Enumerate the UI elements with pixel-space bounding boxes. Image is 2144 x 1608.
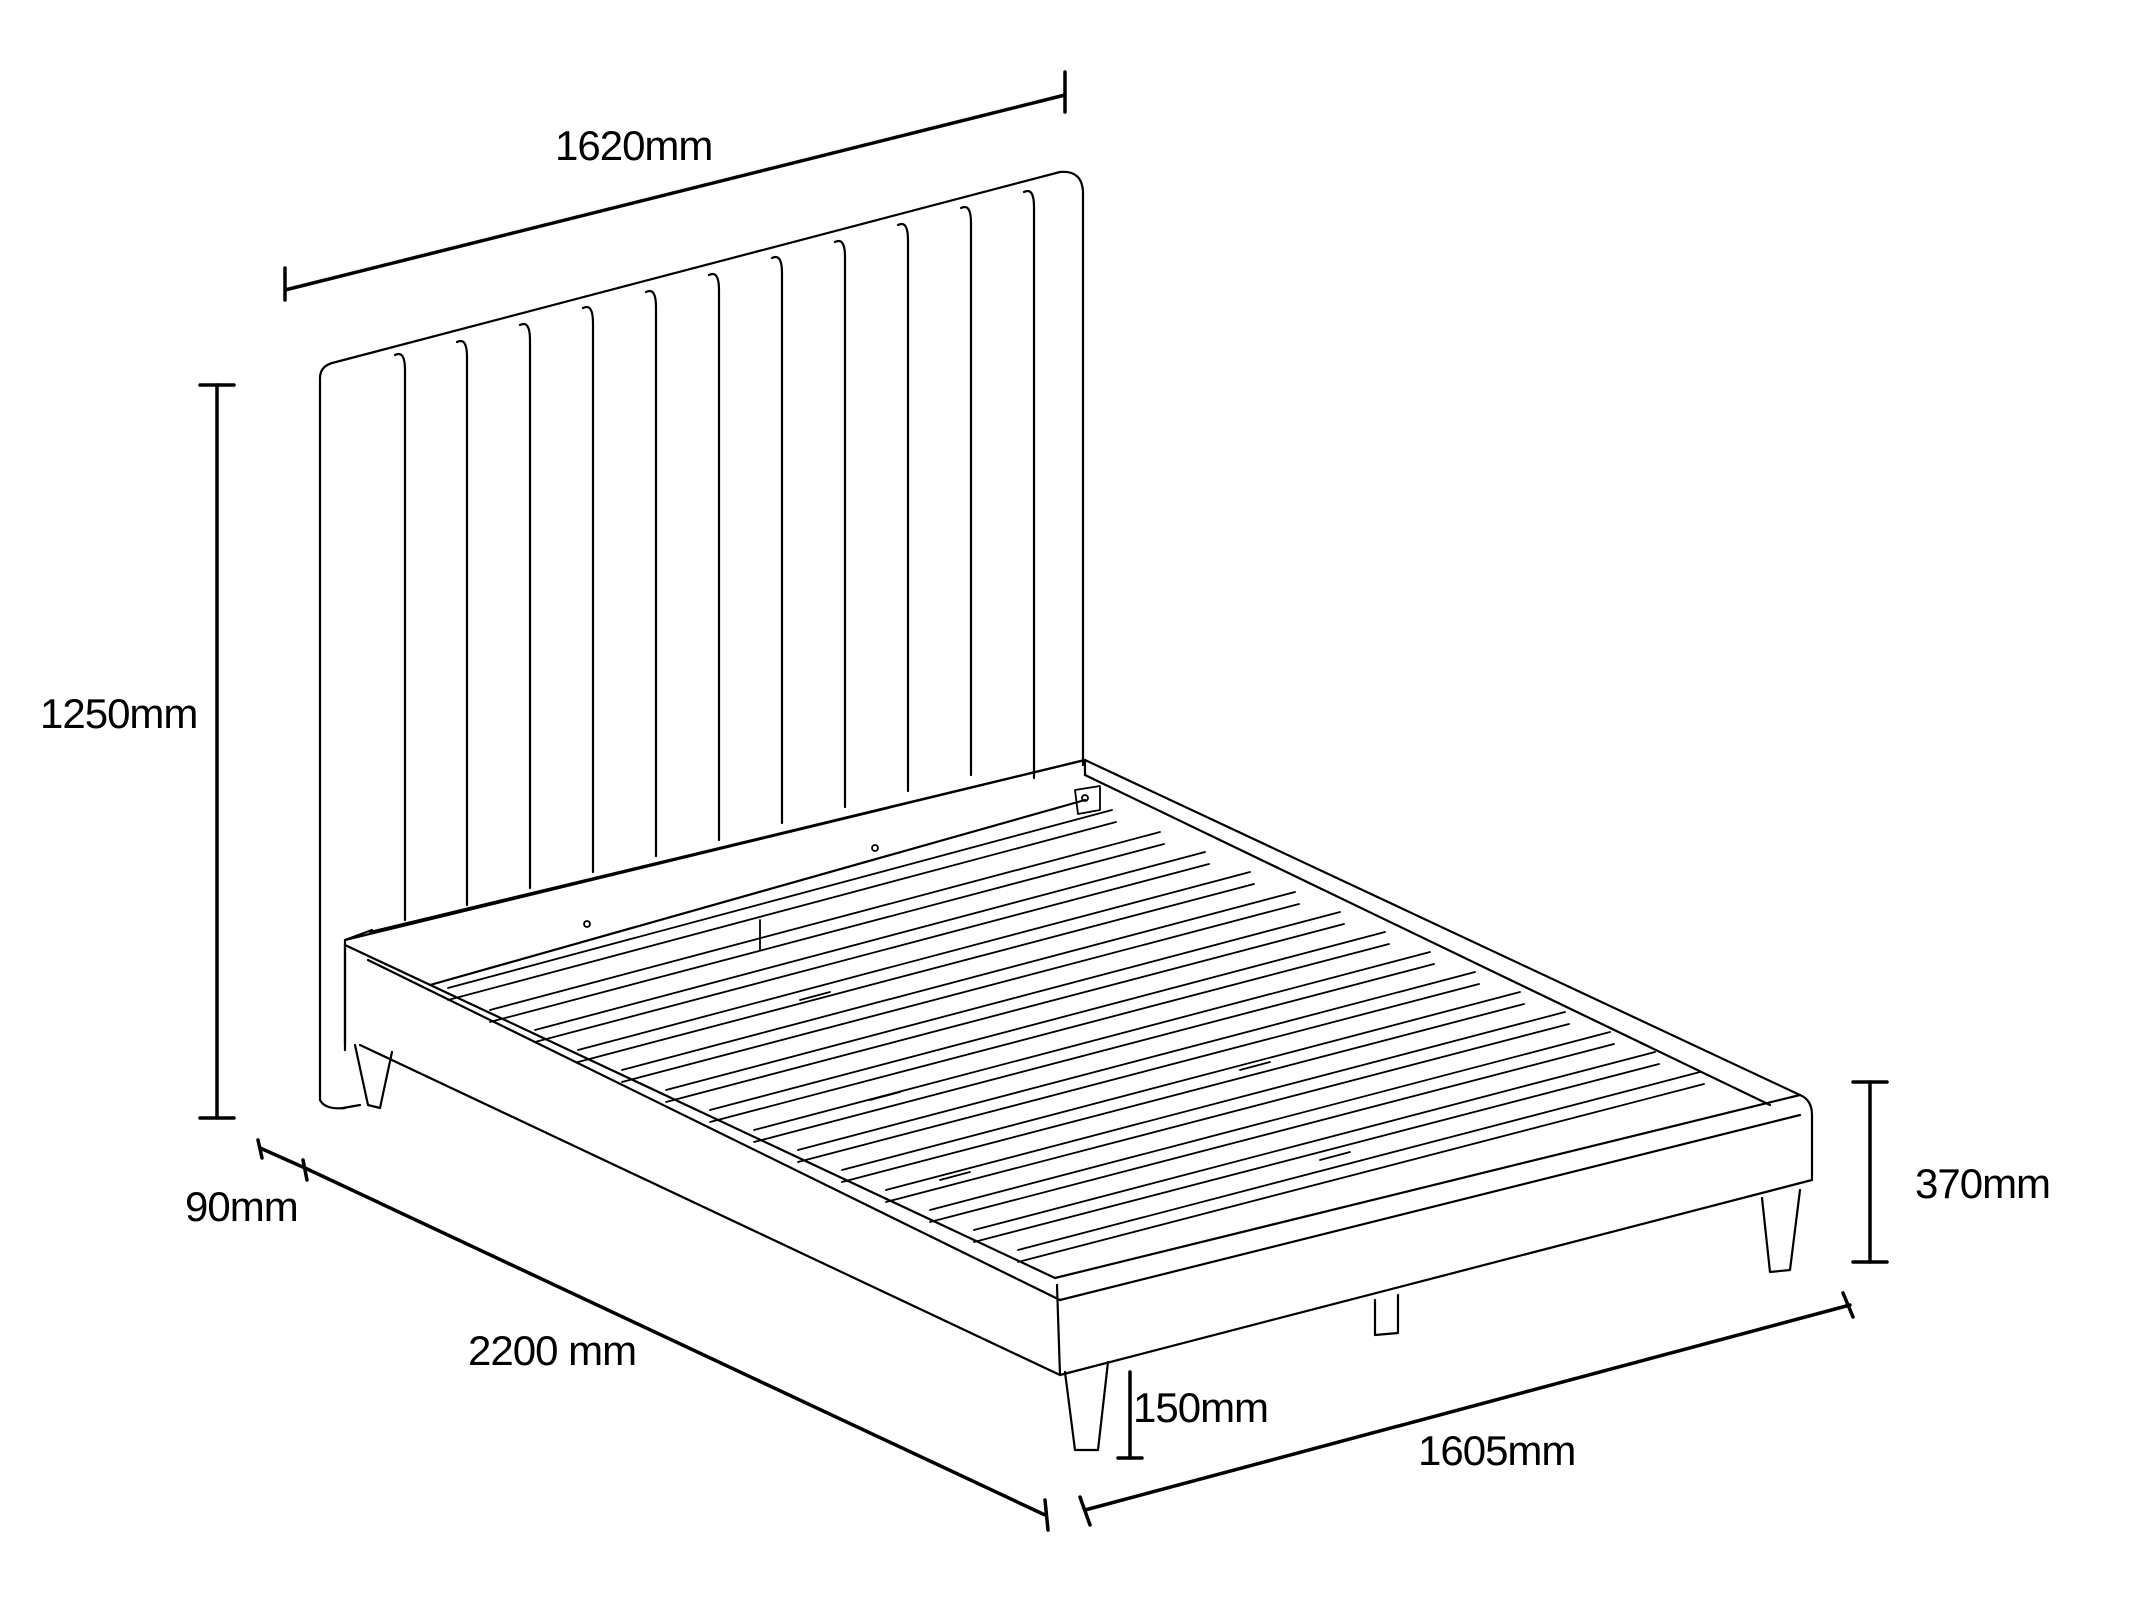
leg-front-right bbox=[1760, 1188, 1802, 1274]
leg-front-left bbox=[1063, 1360, 1110, 1452]
slats bbox=[447, 785, 1705, 1263]
dim-line-bed-width bbox=[1083, 1303, 1852, 1512]
bed-frame bbox=[343, 758, 1814, 1377]
label-bed-length: 2200 mm bbox=[468, 1327, 637, 1374]
dimension-lines bbox=[198, 70, 1889, 1532]
legs bbox=[353, 1043, 1802, 1452]
dim-line-headboard-depth bbox=[258, 1146, 307, 1170]
leg-center bbox=[1373, 1293, 1400, 1337]
leg-back-left bbox=[353, 1043, 394, 1110]
dim-line-headboard-width bbox=[283, 93, 1067, 292]
label-bed-width: 1605mm bbox=[1418, 1427, 1576, 1474]
headboard bbox=[318, 170, 1087, 1110]
label-headboard-width: 1620mm bbox=[555, 122, 713, 169]
label-headboard-depth: 90mm bbox=[185, 1183, 299, 1230]
label-leg-height: 150mm bbox=[1133, 1384, 1269, 1431]
label-total-height: 370mm bbox=[1915, 1160, 2051, 1207]
dim-line-bed-length bbox=[303, 1166, 1047, 1517]
label-headboard-height: 1250mm bbox=[40, 690, 198, 737]
